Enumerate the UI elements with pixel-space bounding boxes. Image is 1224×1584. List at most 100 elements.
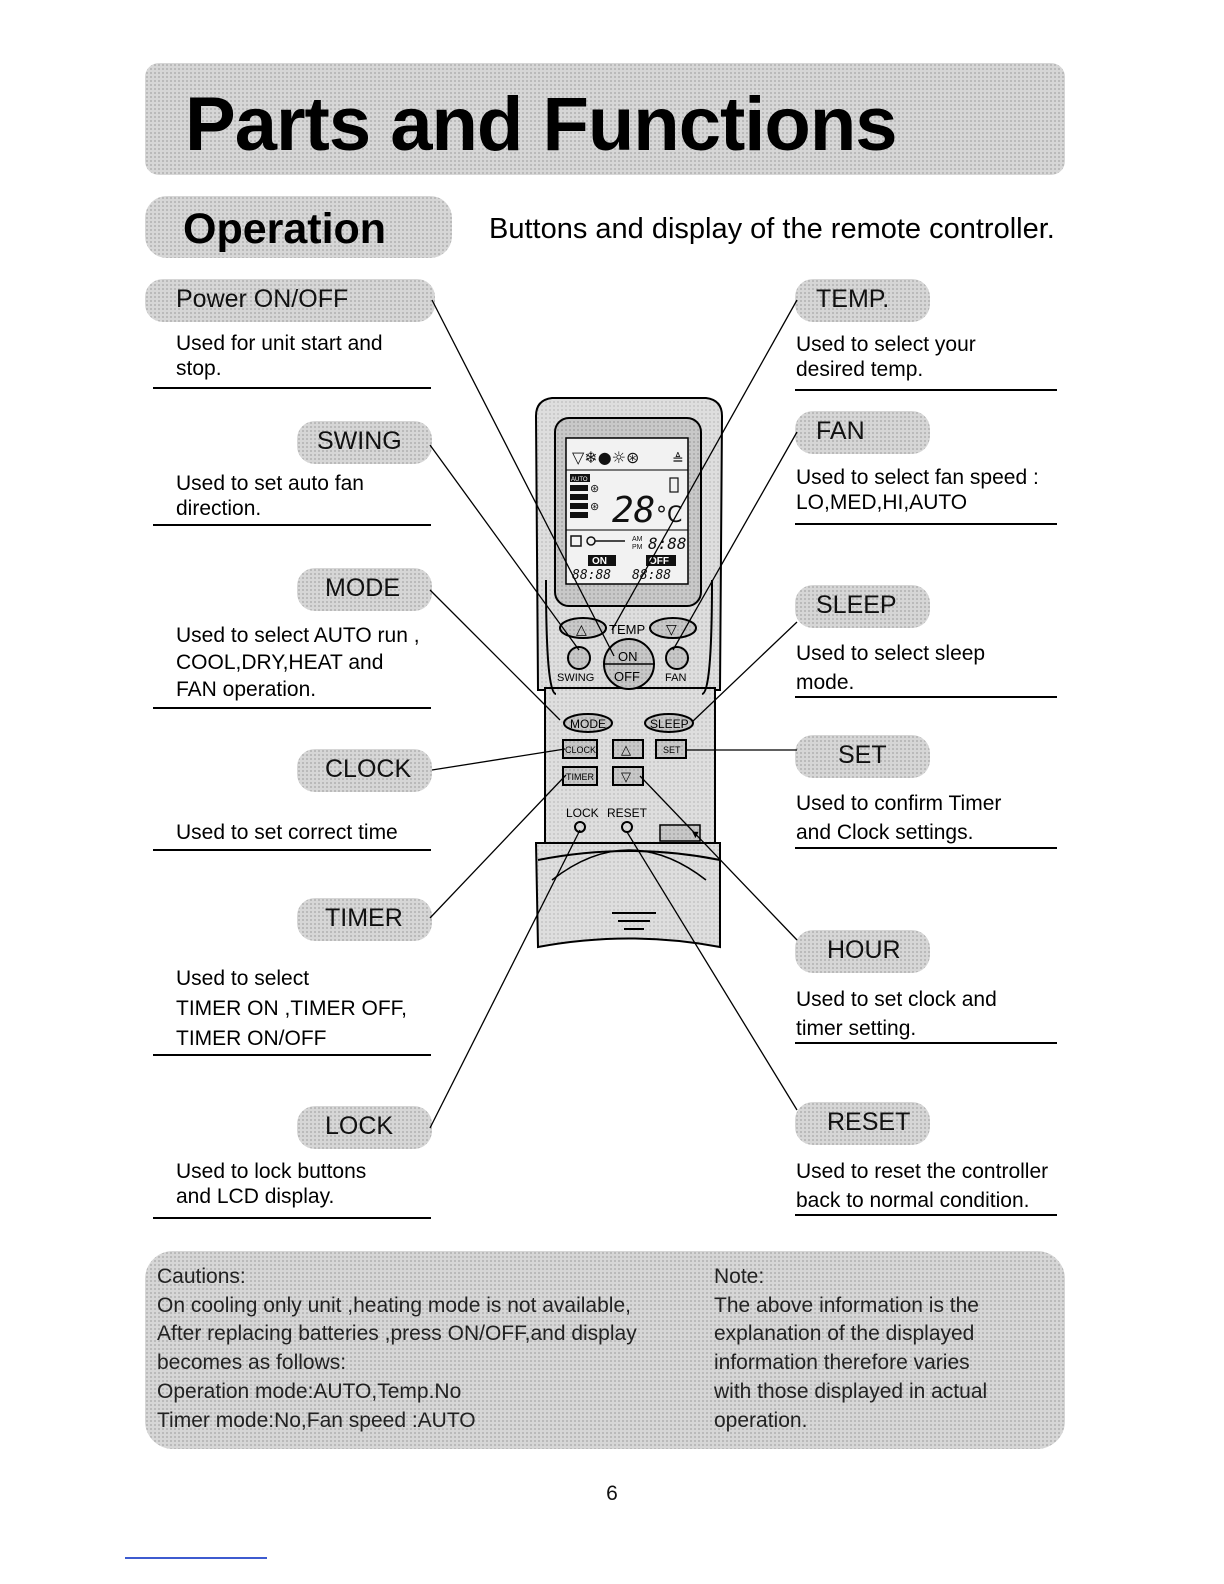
- sleep-button-label: SLEEP: [650, 717, 689, 731]
- power-on-label: ON: [618, 649, 638, 664]
- title-banner: Parts and Functions: [145, 63, 1065, 175]
- lcd-timer-off: OFF: [649, 556, 669, 567]
- svg-text:△: △: [621, 742, 631, 757]
- temp-button-label: TEMP: [609, 622, 645, 637]
- label-timer: TIMER: [297, 898, 432, 941]
- fan-button[interactable]: [665, 646, 689, 670]
- desc-set: Used to confirm Timer and Clock settings…: [796, 789, 1001, 847]
- desc-hour: Used to set clock and timer setting.: [796, 985, 997, 1043]
- cautions-note-box: Cautions: On cooling only unit ,heating …: [145, 1251, 1065, 1449]
- label-fan: FAN: [795, 411, 930, 454]
- lcd-signal-icon: ≜: [672, 452, 684, 468]
- swing-button[interactable]: [567, 646, 591, 670]
- divider: [795, 696, 1057, 698]
- svg-text:88:88: 88:88: [632, 568, 671, 583]
- desc-fan: Used to select fan speed : LO,MED,HI,AUT…: [796, 465, 1039, 515]
- hour-down-button[interactable]: [612, 766, 644, 786]
- lcd-pm: PM: [632, 544, 643, 551]
- label-power-onoff: Power ON/OFF: [145, 279, 435, 322]
- desc-swing: Used to set auto fan direction.: [176, 471, 364, 521]
- svg-text:▼: ▼: [690, 829, 701, 841]
- desc-line: LO,MED,HI,AUTO: [796, 491, 968, 514]
- desc-line: Used to select sleep: [796, 642, 986, 665]
- lock-button-label: LOCK: [566, 806, 599, 820]
- desc-line: back to normal condition.: [796, 1189, 1030, 1212]
- temp-up-button[interactable]: [559, 617, 607, 639]
- label-set: SET: [795, 735, 930, 778]
- desc-line: Used for unit start and: [176, 332, 383, 355]
- fan-button-label: FAN: [665, 672, 686, 684]
- lcd-timer-on: ON: [592, 556, 607, 567]
- lcd-clock-digits: 8:88: [648, 534, 687, 553]
- desc-mode: Used to select AUTO run , COOL,DRY,HEAT …: [176, 622, 420, 703]
- desc-line: direction.: [176, 497, 262, 520]
- desc-line: Used to lock buttons: [176, 1160, 367, 1183]
- set-button[interactable]: [655, 739, 687, 759]
- timer-button-label: TIMER: [566, 772, 594, 782]
- sleep-button[interactable]: [644, 713, 694, 733]
- lcd-am: AM: [632, 536, 643, 543]
- note-line: operation.: [714, 1408, 808, 1432]
- desc-line: and Clock settings.: [796, 821, 974, 844]
- label-hour: HOUR: [795, 930, 930, 973]
- page-subtitle: Buttons and display of the remote contro…: [489, 213, 1055, 245]
- divider: [795, 1042, 1057, 1044]
- desc-sleep: Used to select sleep mode.: [796, 639, 985, 697]
- cautions-line: Operation mode:AUTO,Temp.No: [157, 1379, 462, 1403]
- label-clock: CLOCK: [297, 749, 432, 792]
- divider: [153, 1054, 431, 1056]
- svg-text:⊛: ⊛: [590, 483, 599, 495]
- svg-text:▽: ▽: [621, 769, 631, 784]
- timer-button[interactable]: [562, 766, 598, 786]
- section-badge: Operation: [145, 196, 452, 258]
- desc-line: Used to reset the controller: [796, 1160, 1049, 1183]
- reset-button-label: RESET: [607, 806, 648, 820]
- remote-cover: [534, 842, 721, 949]
- note-line: information therefore varies: [714, 1351, 970, 1375]
- note-line: explanation of the displayed: [714, 1322, 975, 1346]
- bottom-link-underline: [125, 1557, 267, 1559]
- temp-down-button[interactable]: [649, 617, 697, 639]
- lcd-temperature: 28: [612, 490, 655, 531]
- power-off-label: OFF: [614, 669, 640, 684]
- mode-button-label: MODE: [570, 717, 606, 731]
- lcd-battery-icon: [669, 477, 679, 493]
- hour-up-button[interactable]: [612, 739, 644, 759]
- divider: [795, 389, 1057, 391]
- cautions-text: Cautions: On cooling only unit ,heating …: [157, 1263, 637, 1435]
- desc-line: Used to select fan speed :: [796, 466, 1039, 489]
- lcd-temp-unit: °C: [656, 503, 682, 528]
- divider: [153, 524, 431, 526]
- desc-line: Used to select: [176, 967, 310, 990]
- desc-temp: Used to select your desired temp.: [796, 332, 976, 382]
- swing-button-label: SWING: [557, 672, 594, 684]
- desc-line: and LCD display.: [176, 1185, 335, 1208]
- cautions-heading: Cautions:: [157, 1265, 246, 1288]
- lock-button[interactable]: [574, 821, 586, 833]
- desc-reset: Used to reset the controller back to nor…: [796, 1157, 1048, 1215]
- desc-timer: Used to select TIMER ON ,TIMER OFF, TIME…: [176, 964, 407, 1054]
- cautions-line: After replacing batteries ,press ON/OFF,…: [157, 1322, 637, 1346]
- page-number: 6: [606, 1482, 618, 1505]
- desc-line: Used to set auto fan: [176, 472, 364, 495]
- desc-line: stop.: [176, 357, 222, 380]
- svg-text:⊛: ⊛: [590, 501, 599, 513]
- mode-button[interactable]: [563, 713, 613, 733]
- section-title: Operation: [183, 205, 387, 253]
- note-text: Note: The above information is the expla…: [714, 1263, 987, 1435]
- divider: [795, 847, 1057, 849]
- divider: [153, 849, 431, 851]
- svg-text:▽: ▽: [666, 621, 677, 637]
- cautions-line: Timer mode:No,Fan speed :AUTO: [157, 1408, 476, 1432]
- desc-line: Used to confirm Timer: [796, 792, 1002, 815]
- desc-line: Used to select your: [796, 333, 976, 356]
- lcd-auto-text: AUTO: [571, 477, 588, 483]
- note-heading: Note:: [714, 1265, 765, 1288]
- label-reset: RESET: [795, 1102, 930, 1145]
- divider: [795, 1214, 1057, 1216]
- cautions-line: On cooling only unit ,heating mode is no…: [157, 1293, 631, 1317]
- desc-line: FAN operation.: [176, 678, 317, 701]
- desc-line: Used to set correct time: [176, 821, 398, 844]
- svg-text:△: △: [576, 621, 587, 637]
